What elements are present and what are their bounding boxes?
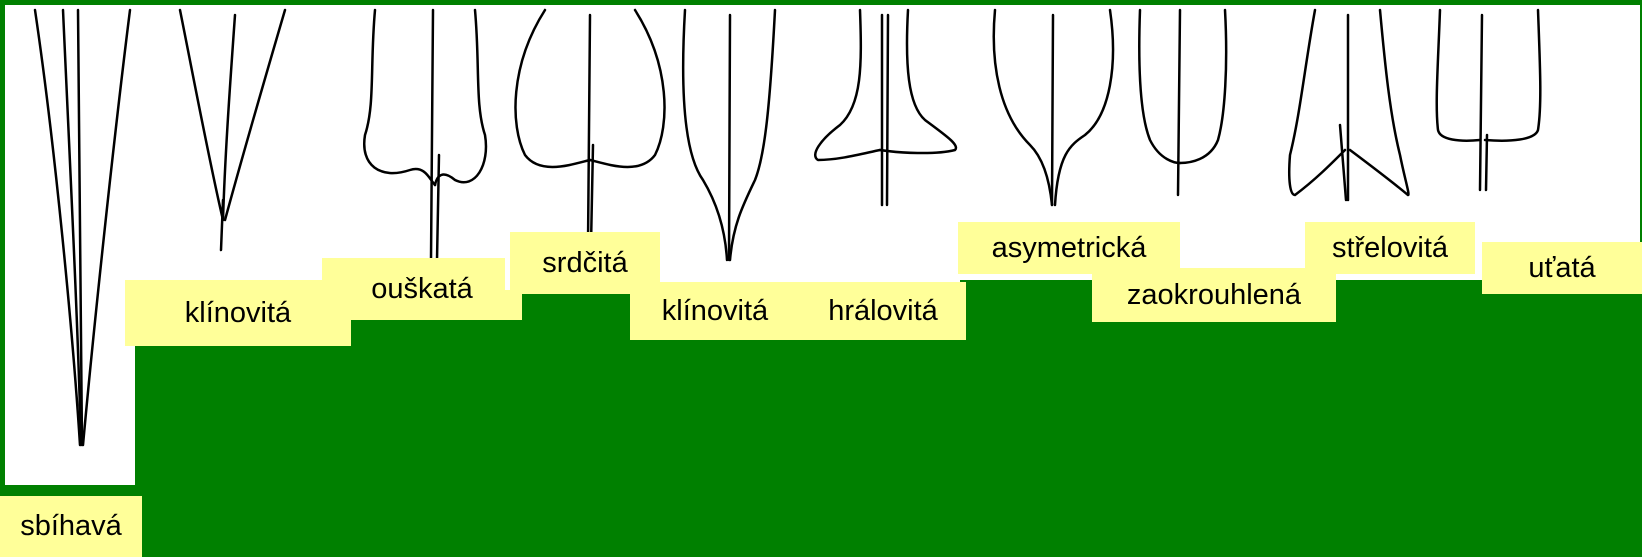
- leaf-base-panel-klinovita-1: [135, 5, 335, 280]
- label-klinovita-1: klínovitá: [125, 280, 351, 346]
- leaf-base-panel-ouskata: [335, 5, 505, 270]
- label-utata: uťatá: [1482, 242, 1642, 294]
- label-ouskata: ouškatá: [322, 258, 522, 320]
- label-hralovita: hrálovitá: [800, 282, 966, 340]
- label-klinovita-2: klínovitá: [630, 282, 800, 340]
- leaf-base-drawing-sbihava: [5, 5, 135, 485]
- label-strelovita: střelovitá: [1305, 222, 1475, 274]
- leaf-base-drawing-klinovita-1: [135, 5, 335, 280]
- leaf-base-panel-hralovita: [800, 5, 960, 290]
- label-zaokrouhlena: zaokrouhlená: [1092, 268, 1336, 322]
- leaf-base-drawing-hralovita: [800, 5, 960, 290]
- label-asymetricka: asymetrická: [958, 222, 1180, 274]
- leaf-base-drawing-ouskata: [335, 5, 505, 270]
- leaf-base-panel-sbihava: [5, 5, 135, 485]
- label-sbihava: sbíhavá: [0, 496, 142, 557]
